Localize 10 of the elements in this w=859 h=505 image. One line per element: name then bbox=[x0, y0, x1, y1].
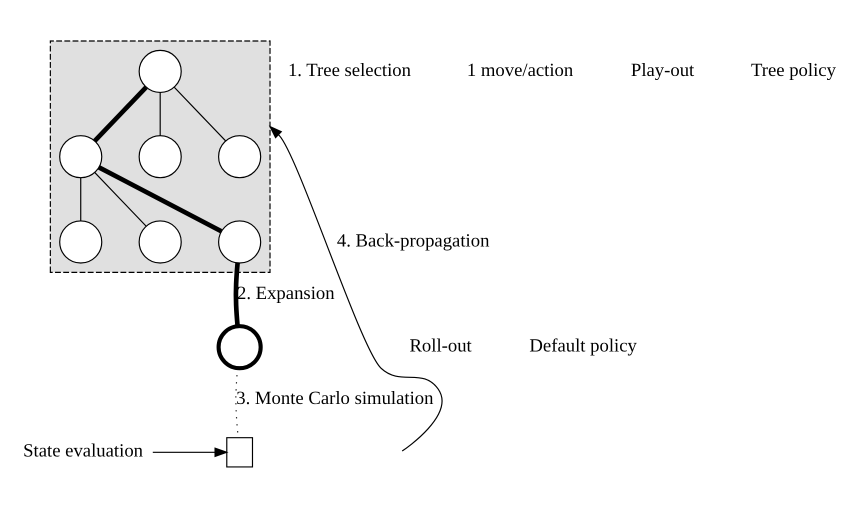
label: 1 move/action bbox=[466, 60, 574, 81]
label: Play-out bbox=[630, 60, 694, 81]
edge-label: 2. Expansion bbox=[236, 283, 335, 304]
label: Tree policy bbox=[750, 60, 836, 81]
label: 1. Tree selection bbox=[288, 60, 411, 81]
label: Default policy bbox=[529, 336, 637, 357]
edge-label: 3. Monte Carlo simulation bbox=[236, 388, 434, 410]
edge-label: 4. Back-propagation bbox=[336, 230, 490, 252]
node-text: State evaluation bbox=[23, 440, 144, 462]
label: Roll-out bbox=[409, 336, 472, 357]
